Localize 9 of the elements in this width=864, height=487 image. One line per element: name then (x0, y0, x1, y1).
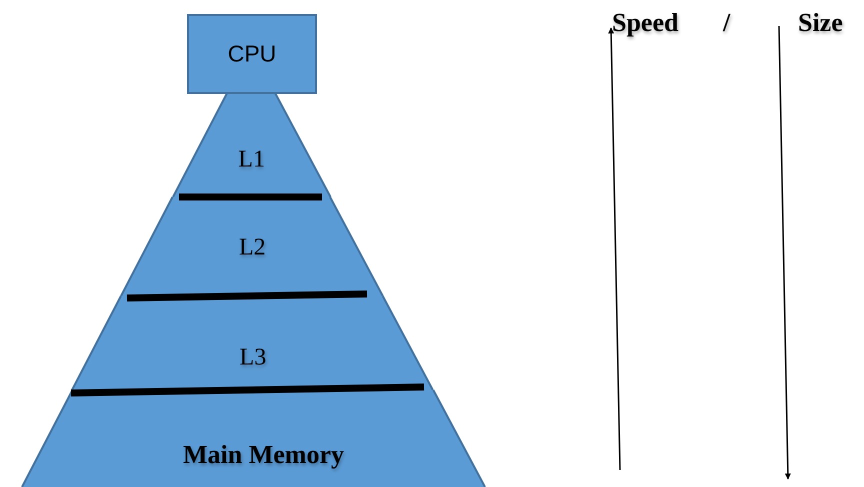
level-label: L3 (240, 344, 266, 372)
axis-label: Speed (612, 8, 678, 38)
level-label: Main Memory (183, 440, 344, 470)
level-label: L2 (238, 234, 266, 262)
level-label: L1 (238, 146, 265, 174)
cpu-box (187, 14, 317, 94)
axis-label: Size (798, 8, 843, 38)
box-label: CPU (228, 40, 276, 68)
axis-label: / (723, 8, 730, 38)
